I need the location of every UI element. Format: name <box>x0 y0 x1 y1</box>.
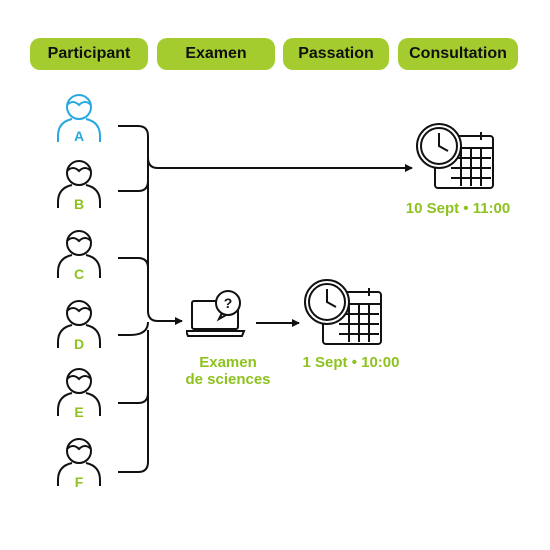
participant-label-b: B <box>73 196 85 212</box>
person-icon-c <box>57 230 101 278</box>
person-icon-f <box>57 438 101 486</box>
connector-to-consultation <box>147 157 413 172</box>
participant-label-f: F <box>74 474 84 490</box>
passation-label: 1 Sept • 10:00 <box>302 354 400 371</box>
participant-label-c: C <box>73 266 85 282</box>
passation-clock-calendar-icon <box>304 279 382 345</box>
connector-f <box>118 330 149 473</box>
exam-label-line1: Examen <box>199 354 257 371</box>
consultation-clock-calendar-icon <box>416 123 494 189</box>
laptop-question-icon: ? <box>186 290 246 337</box>
participant-label-a: A <box>73 128 85 144</box>
person-icon-a <box>57 94 101 142</box>
header-participant: Participant <box>30 38 148 70</box>
connector-c <box>118 257 149 311</box>
person-icon-e <box>57 368 101 416</box>
connector-a <box>118 125 149 160</box>
participant-label-d: D <box>73 336 85 352</box>
person-icon-b <box>57 160 101 208</box>
header-passation: Passation <box>283 38 389 70</box>
connector-e <box>118 330 149 404</box>
participant-label-e: E <box>74 404 84 420</box>
exam-label: Examen de sciences <box>178 354 278 388</box>
exam-label-line2: de sciences <box>185 371 271 388</box>
consultation-label: 10 Sept • 11:00 <box>405 200 511 217</box>
person-icon-d <box>57 300 101 348</box>
header-examen: Examen <box>157 38 275 70</box>
header-consultation: Consultation <box>398 38 518 70</box>
connector-to-exam <box>147 310 183 325</box>
svg-text:?: ? <box>224 295 233 311</box>
connector-d <box>118 321 149 336</box>
connector-b <box>118 160 149 192</box>
